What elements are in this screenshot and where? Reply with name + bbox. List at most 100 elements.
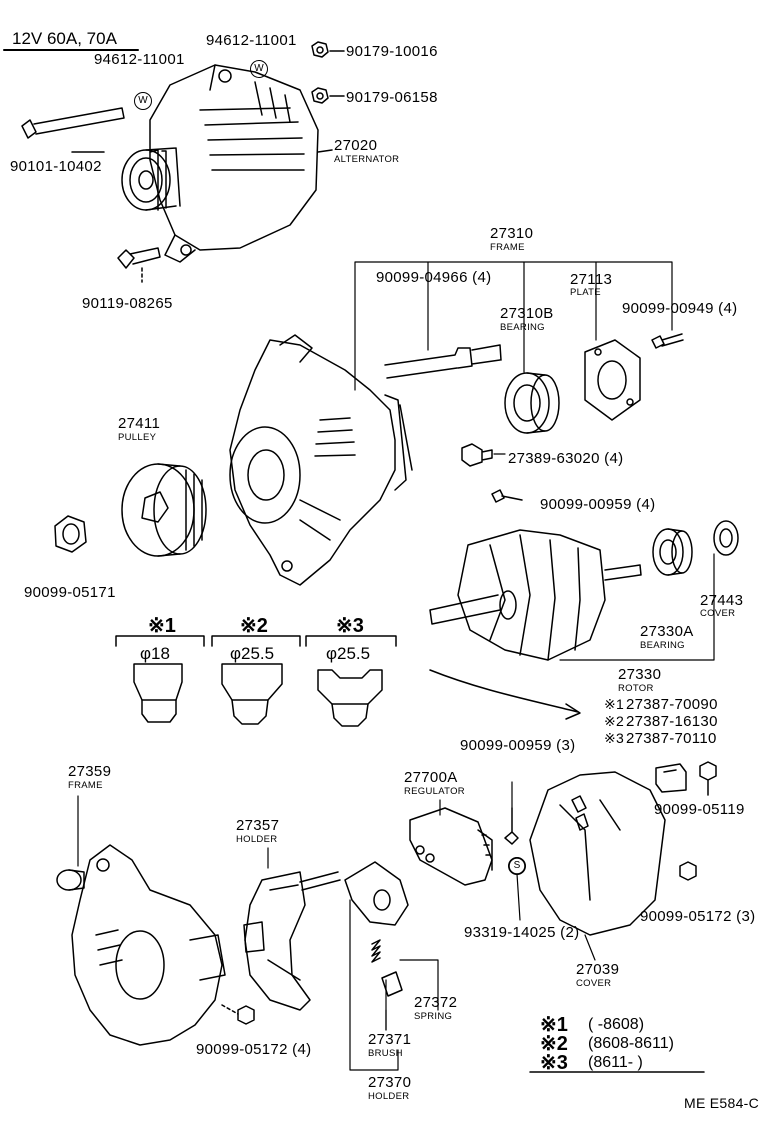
legend-range: ( -8608) [588,1016,645,1033]
spacer-mark: S [508,857,526,875]
footer-code: ME E584-C [684,1095,760,1111]
nut-05172-3-drawing [679,861,697,881]
bushing-variant-3-drawing [317,669,383,727]
cover-27443-drawing [713,520,739,556]
direction-arrow [429,669,579,713]
part-number-label: 94612-11001 [94,51,185,68]
part-number-label: 27020 [334,137,378,154]
variant-symbol: ※1 [148,615,176,637]
screw-00959-3-drawing [504,807,519,845]
cover-27039-drawing [529,771,666,936]
spring-27372-drawing [371,939,381,963]
part-name-label: HOLDER [368,1091,410,1102]
part-number-label: 90099-00959 (3) [460,737,576,754]
variant-brackets [115,635,397,647]
part-number-label: 27443 [700,592,744,609]
part-name-label: BEARING [500,322,545,333]
part-number-label: 90099-05171 [24,584,116,601]
variant-symbol: ※2 [604,713,625,729]
nut-05171-drawing [54,515,87,553]
variant-symbol: ※2 [240,615,268,637]
part-number-label: 90179-10016 [346,43,438,60]
terminal-27389-drawing [461,443,493,467]
nut-05172-4-drawing [237,1005,255,1025]
variant-symbol: ※3 [604,730,625,746]
part-number-label: 90101-10402 [10,158,102,175]
plate-27113-drawing [584,339,641,421]
variant-symbol: ※1 [604,696,625,712]
brush-27371-drawing [381,971,403,997]
part-name-label: REGULATOR [404,786,465,797]
part-number-label: 27310B [500,305,554,322]
variant-part-number: 27387-16130 [626,713,718,730]
part-number-label: 93319-14025 (2) [464,924,580,941]
part-number-label: 27330A [640,623,694,640]
bearing-27330a-drawing [652,528,693,576]
frame-bushing-drawing [56,869,85,891]
part-number-label: 90099-05119 [654,801,745,818]
drive-end-frame-drawing [229,334,413,586]
part-name-label: FRAME [68,780,103,791]
page-header: 12V 60A, 70A [12,29,117,48]
variant-diameter: φ25.5 [326,644,371,663]
variant-part-number: 27387-70090 [626,696,718,713]
bushing-variant-1-drawing [133,663,183,723]
rotor-27330-drawing [429,529,642,661]
bushing-variant-2-drawing [221,663,283,725]
part-number-label: 90099-04966 (4) [376,269,492,286]
part-number-label: 27371 [368,1031,412,1048]
part-number-label: 27370 [368,1074,412,1091]
part-name-label: BRUSH [368,1048,403,1059]
screw-00959-4-drawing [491,489,523,503]
legend-symbol: ※2 [540,1033,568,1055]
bearing-27310b-drawing [504,372,560,434]
part-name-label: COVER [700,608,736,619]
variant-diameter: φ18 [140,644,170,663]
part-number-label: 27039 [576,961,620,978]
regulator-27700a-drawing [409,807,493,886]
part-name-label: FRAME [490,242,525,253]
part-name-label: PLATE [570,287,601,298]
part-number-label: 27359 [68,763,112,780]
nut-05119-drawing [699,761,717,796]
legend-range: (8608-8611) [588,1035,674,1052]
nut-top-1-drawing [311,41,329,58]
screw-00949-drawing [651,333,684,349]
part-number-label: 90119-08265 [82,295,173,312]
leader-lines [77,261,715,1071]
part-name-label: HOLDER [236,834,278,845]
alternator-assembly-drawing [149,64,319,263]
part-number-label: 27357 [236,817,280,834]
part-number-label: 90179-06158 [346,89,438,106]
legend-symbol: ※3 [540,1052,568,1074]
part-name-label: ROTOR [618,683,654,694]
small-pulley-drawing [121,147,181,211]
part-name-label: SPRING [414,1011,453,1022]
nut-top-2-drawing [311,87,329,104]
pulley-27411-drawing [121,463,207,557]
brush-holder-27370-drawing [344,861,409,926]
part-number-label: 27389-63020 (4) [508,450,624,467]
stud-bolt-drawing [384,344,502,379]
holder-27357-drawing [243,871,341,1011]
part-number-label: 27310 [490,225,534,242]
part-number-label: 94612-11001 [206,32,297,49]
legend-symbol: ※1 [540,1014,568,1036]
part-number-label: 90099-00949 (4) [622,300,738,317]
part-number-label: 90099-00959 (4) [540,496,656,513]
part-name-label: COVER [576,978,612,989]
part-number-label: 27700A [404,769,458,786]
part-number-label: 27411 [118,415,161,432]
part-number-label: 27330 [618,666,662,683]
variant-symbol: ※3 [336,615,364,637]
part-number-label: 27113 [570,271,613,288]
part-name-label: BEARING [640,640,685,651]
legend-range: (8611- ) [588,1054,643,1071]
variant-part-number: 27387-70110 [626,730,717,747]
short-bolt-drawing [117,247,161,269]
long-bolt-drawing [21,107,125,139]
part-number-label: 90099-05172 (4) [196,1041,312,1058]
washer-mark-2: W [250,60,268,78]
